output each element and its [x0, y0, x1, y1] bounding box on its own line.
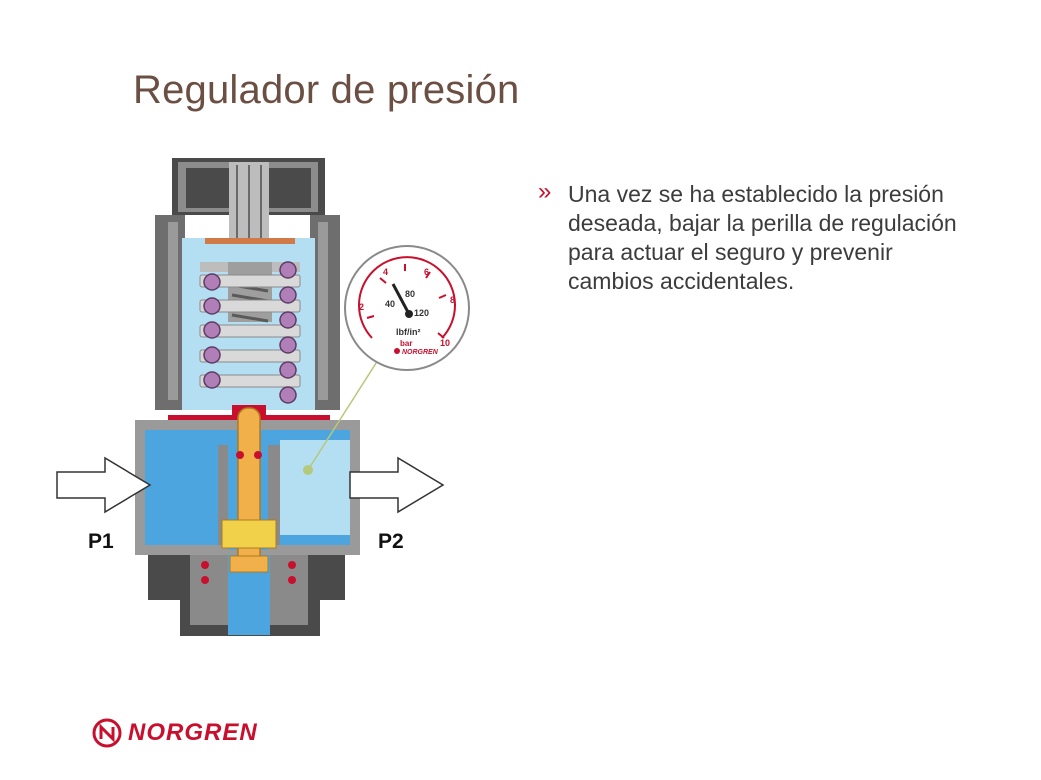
gauge-leader-line	[307, 359, 379, 471]
page-title: Regulador de presión	[133, 68, 520, 112]
bullet-text: Una vez se ha establecido la presión des…	[568, 181, 957, 294]
inlet-arrow	[56, 456, 152, 514]
adjusting-knob	[172, 158, 325, 242]
gauge-bar-label-4: 4	[383, 267, 388, 277]
adjusting-screw	[231, 283, 269, 323]
gauge-brand: NORGREN	[402, 349, 439, 356]
outlet-port-label: P2	[378, 530, 404, 553]
footer-brand: NORGREN	[128, 719, 258, 746]
gauge-bar-label-6: 6	[424, 267, 429, 277]
outlet-arrow	[349, 456, 445, 514]
gauge-brand-logo-icon	[394, 348, 400, 354]
gauge-unit-bar: bar	[400, 339, 412, 348]
pressure-gauge: 2 4 6 8 10 40 80 120 lbf/in² bar NORGREN	[344, 245, 470, 371]
gauge-psi-label-40: 40	[385, 299, 395, 309]
gauge-bar-label-8: 8	[450, 295, 455, 305]
valve-stem	[221, 407, 277, 573]
bullet-point: » Una vez se ha establecido la presión d…	[538, 178, 958, 296]
norgren-logo-icon	[92, 718, 122, 748]
gauge-psi-label-120: 120	[414, 308, 429, 318]
footer-logo: NORGREN	[92, 718, 258, 748]
gauge-psi-label-80: 80	[405, 289, 415, 299]
gauge-bar-label-10: 10	[440, 338, 450, 348]
gauge-tap-point	[303, 465, 313, 475]
bullet-marker: »	[538, 178, 552, 205]
gauge-unit-psi: lbf/in²	[396, 327, 421, 337]
gauge-bar-label-2: 2	[359, 302, 364, 312]
main-spring	[199, 261, 301, 404]
inlet-port-label: P1	[88, 530, 114, 553]
